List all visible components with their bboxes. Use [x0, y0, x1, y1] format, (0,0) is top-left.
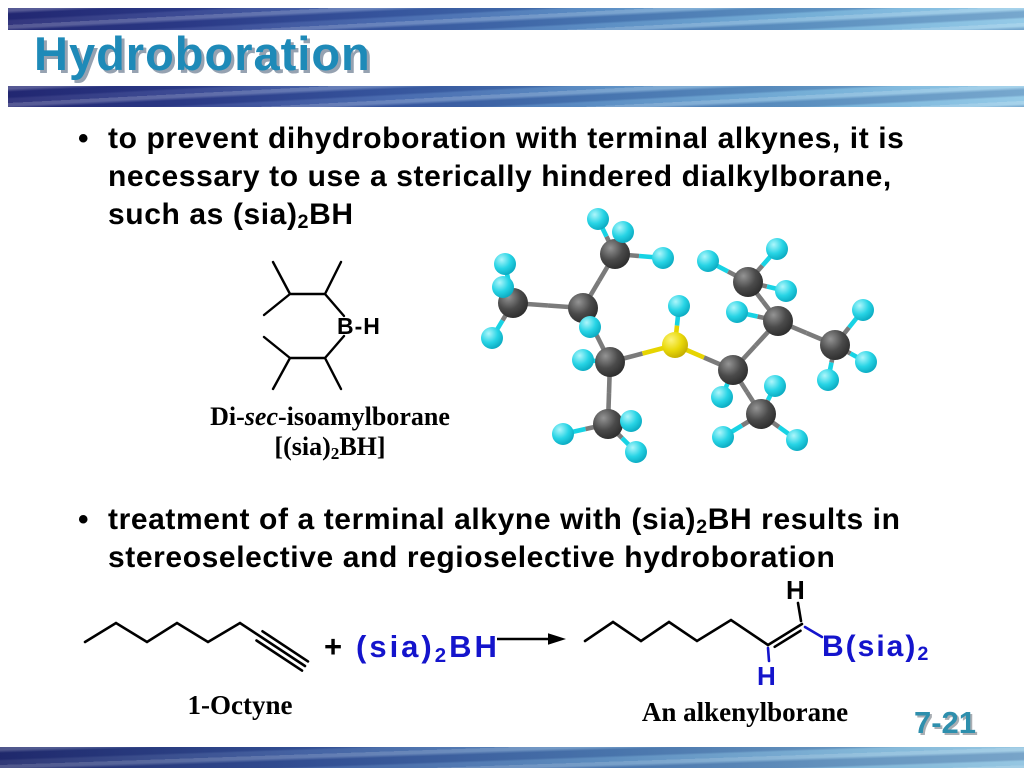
bond-to-boron: [803, 625, 824, 639]
hydrogen-atom: [711, 386, 733, 408]
hydrogen-atom: [587, 208, 609, 230]
hydrogen-atom: [572, 349, 594, 371]
hydrogen-atom: [612, 221, 634, 243]
bsia2-group-label: B(sia)2: [822, 630, 931, 666]
octyne-caption: 1-Octyne: [187, 690, 293, 720]
octyne-skeletal-structure: [83, 621, 310, 672]
bullet1-line3: such as (sia)2BH: [108, 198, 354, 234]
subscript-2: 2: [917, 643, 931, 666]
hydrogen-atom: [552, 423, 574, 445]
water-banner-bottom: [0, 747, 1024, 768]
vinyl-h-bottom-label: H: [757, 661, 776, 691]
bullet1-line1: to prevent dihydroboration with terminal…: [108, 122, 905, 155]
carbon-atom: [568, 293, 598, 323]
hydrogen-atom: [481, 327, 503, 349]
disiamylborane-formula: [(sia)2BH]: [274, 432, 386, 463]
hydrogen-atom: [668, 295, 690, 317]
hydrogen-atom: [855, 351, 877, 373]
hydrogen-atom: [620, 410, 642, 432]
carbon-atom: [600, 239, 630, 269]
hydrogen-atom: [817, 369, 839, 391]
bullet2-line2: stereoselective and regioselective hydro…: [108, 541, 836, 574]
bond-to-vinyl-h: [766, 646, 771, 663]
boron-atom: [662, 332, 688, 358]
hydrogen-atom: [494, 253, 516, 275]
alkenylborane-skeletal-structure: [583, 601, 824, 663]
plus-sign: +: [324, 629, 343, 664]
carbon-atom: [733, 267, 763, 297]
vinyl-h-top-label: H: [786, 575, 805, 605]
hydrogen-atom: [786, 429, 808, 451]
hydrogen-atom: [579, 316, 601, 338]
subscript-2: 2: [330, 443, 340, 463]
carbon-atom: [820, 330, 850, 360]
water-banner-under-title: [8, 86, 1024, 107]
subscript-2: 2: [696, 516, 708, 539]
carbon-atom: [595, 347, 625, 377]
disiamylborane-skeletal-structure: [262, 260, 346, 391]
hydrogen-atom: [775, 280, 797, 302]
carbon-atom: [746, 399, 776, 429]
subscript-2: 2: [297, 211, 310, 234]
bullet1-line2: necessary to use a sterically hindered d…: [108, 160, 892, 193]
hydrogen-atom: [766, 238, 788, 260]
carbon-atom: [718, 355, 748, 385]
product-caption: An alkenylborane: [641, 697, 849, 727]
carbon-atom: [763, 306, 793, 336]
bullet2-line1: treatment of a terminal alkyne with (sia…: [108, 503, 901, 539]
subscript-2: 2: [434, 643, 450, 667]
hydrogen-atom: [852, 299, 874, 321]
hydrogen-atom: [652, 247, 674, 269]
reaction-arrow: [497, 633, 566, 645]
hydrogen-atom: [726, 301, 748, 323]
slide-title: Hydroboration: [34, 27, 371, 80]
page-number: 7-21: [913, 705, 977, 740]
hydrogen-atom: [712, 426, 734, 448]
carbon-atom: [593, 409, 623, 439]
water-banner-top: [8, 8, 1024, 30]
sia2bh-reagent-label: (sia)2BH: [356, 629, 500, 667]
disiamylborane-caption: Di-sec-isoamylborane: [210, 402, 450, 431]
molecule-3d-model: [481, 208, 877, 463]
hydrogen-atom: [764, 375, 786, 397]
hydrogen-atom: [492, 276, 514, 298]
bullet1-marker: •: [78, 122, 89, 155]
hydrogen-atom: [697, 250, 719, 272]
boron-hydride-label: B-H: [337, 313, 381, 339]
bullet2-marker: •: [78, 503, 89, 536]
hydrogen-atom: [625, 441, 647, 463]
bond-to-top-h: [796, 601, 803, 623]
